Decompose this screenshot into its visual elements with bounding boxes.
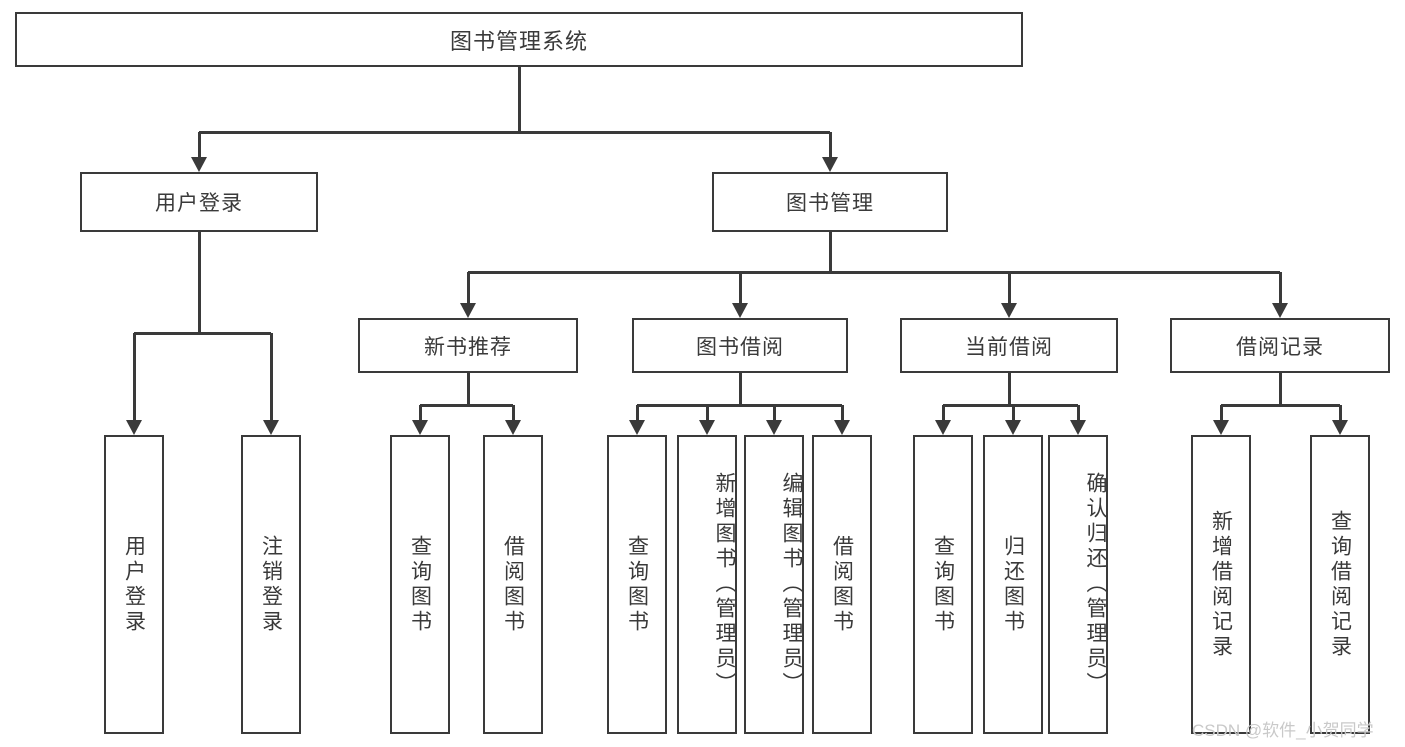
connector-drop xyxy=(269,333,273,421)
connector-bus xyxy=(1221,403,1340,407)
connector-drop xyxy=(705,405,709,421)
arrowhead-icon xyxy=(766,420,782,435)
node-leaf-add-book-admin[interactable]: 新增图书（管理员） xyxy=(677,435,737,734)
node-leaf-borrow-books[interactable]: 借阅图书 xyxy=(812,435,872,734)
arrowhead-icon xyxy=(460,303,476,318)
arrowhead-icon xyxy=(935,420,951,435)
leaf-label: 编辑图书（管理员） xyxy=(780,472,803,697)
connector-drop xyxy=(738,272,742,304)
connector-stem xyxy=(828,232,832,272)
node-leaf-return-books[interactable]: 归还图书 xyxy=(983,435,1043,734)
node-new-book-recommendation[interactable]: 新书推荐 xyxy=(358,318,578,373)
connector-stem xyxy=(738,373,742,405)
connector-bus xyxy=(420,403,513,407)
arrowhead-icon xyxy=(1332,420,1348,435)
leaf-label: 归还图书 xyxy=(1001,534,1025,635)
connector-drop xyxy=(1011,405,1015,421)
connector-stem xyxy=(466,373,470,405)
connector-drop xyxy=(418,405,422,421)
arrowhead-icon xyxy=(263,420,279,435)
leaf-label: 确认归还（管理员） xyxy=(1084,472,1107,697)
node-leaf-logout[interactable]: 注销登录 xyxy=(241,435,301,734)
arrowhead-icon xyxy=(629,420,645,435)
connector-drop xyxy=(511,405,515,421)
node-leaf-query-borrow-record[interactable]: 查询借阅记录 xyxy=(1310,435,1370,734)
connector-drop xyxy=(635,405,639,421)
arrowhead-icon xyxy=(732,303,748,318)
leaf-label: 注销登录 xyxy=(259,534,283,635)
node-leaf-edit-book-admin[interactable]: 编辑图书（管理员） xyxy=(744,435,804,734)
connector-stem xyxy=(197,232,201,333)
leaf-label: 用户登录 xyxy=(122,534,146,635)
connector-drop xyxy=(466,272,470,304)
arrowhead-icon xyxy=(126,420,142,435)
leaf-label: 查询借阅记录 xyxy=(1328,509,1352,660)
connector-drop xyxy=(1278,272,1282,304)
connector-drop xyxy=(772,405,776,421)
connector-stem xyxy=(517,67,521,132)
arrowhead-icon xyxy=(1272,303,1288,318)
connector-stem xyxy=(1007,373,1011,405)
arrowhead-icon xyxy=(699,420,715,435)
arrowhead-icon xyxy=(1213,420,1229,435)
node-book-management[interactable]: 图书管理 xyxy=(712,172,948,232)
node-leaf-query-books-new[interactable]: 查询图书 xyxy=(390,435,450,734)
connector-bus xyxy=(134,331,271,335)
leaf-label: 查询图书 xyxy=(408,534,432,635)
connector-drop xyxy=(840,405,844,421)
node-leaf-query-books-current[interactable]: 查询图书 xyxy=(913,435,973,734)
connector-drop xyxy=(1219,405,1223,421)
connector-drop xyxy=(1338,405,1342,421)
node-leaf-borrow-books-new[interactable]: 借阅图书 xyxy=(483,435,543,734)
leaf-label: 查询图书 xyxy=(931,534,955,635)
arrowhead-icon xyxy=(505,420,521,435)
node-leaf-confirm-return-admin[interactable]: 确认归还（管理员） xyxy=(1048,435,1108,734)
leaf-label: 新增借阅记录 xyxy=(1209,509,1233,660)
connector-bus xyxy=(943,403,1078,407)
node-leaf-query-books-borrow[interactable]: 查询图书 xyxy=(607,435,667,734)
connector-drop xyxy=(197,132,201,158)
connector-drop xyxy=(828,132,832,158)
arrowhead-icon xyxy=(191,157,207,172)
node-leaf-add-borrow-record[interactable]: 新增借阅记录 xyxy=(1191,435,1251,734)
node-book-borrowing[interactable]: 图书借阅 xyxy=(632,318,848,373)
node-leaf-user-login[interactable]: 用户登录 xyxy=(104,435,164,734)
node-current-borrowing[interactable]: 当前借阅 xyxy=(900,318,1118,373)
arrowhead-icon xyxy=(1070,420,1086,435)
connector-bus xyxy=(468,270,1280,274)
node-root-system[interactable]: 图书管理系统 xyxy=(15,12,1023,67)
leaf-label: 新增图书（管理员） xyxy=(713,472,736,697)
arrowhead-icon xyxy=(1005,420,1021,435)
arrowhead-icon xyxy=(822,157,838,172)
leaf-label: 借阅图书 xyxy=(501,534,525,635)
connector-bus xyxy=(199,130,830,134)
connector-drop xyxy=(1076,405,1080,421)
arrowhead-icon xyxy=(1001,303,1017,318)
connector-drop xyxy=(132,333,136,421)
leaf-label: 查询图书 xyxy=(625,534,649,635)
connector-bus xyxy=(637,403,842,407)
arrowhead-icon xyxy=(834,420,850,435)
csdn-watermark: CSDN @软件_小贺同学 xyxy=(1192,721,1374,740)
node-user-login[interactable]: 用户登录 xyxy=(80,172,318,232)
connector-drop xyxy=(941,405,945,421)
connector-drop xyxy=(1007,272,1011,304)
leaf-label: 借阅图书 xyxy=(830,534,854,635)
connector-stem xyxy=(1278,373,1282,405)
node-borrowing-records[interactable]: 借阅记录 xyxy=(1170,318,1390,373)
arrowhead-icon xyxy=(412,420,428,435)
